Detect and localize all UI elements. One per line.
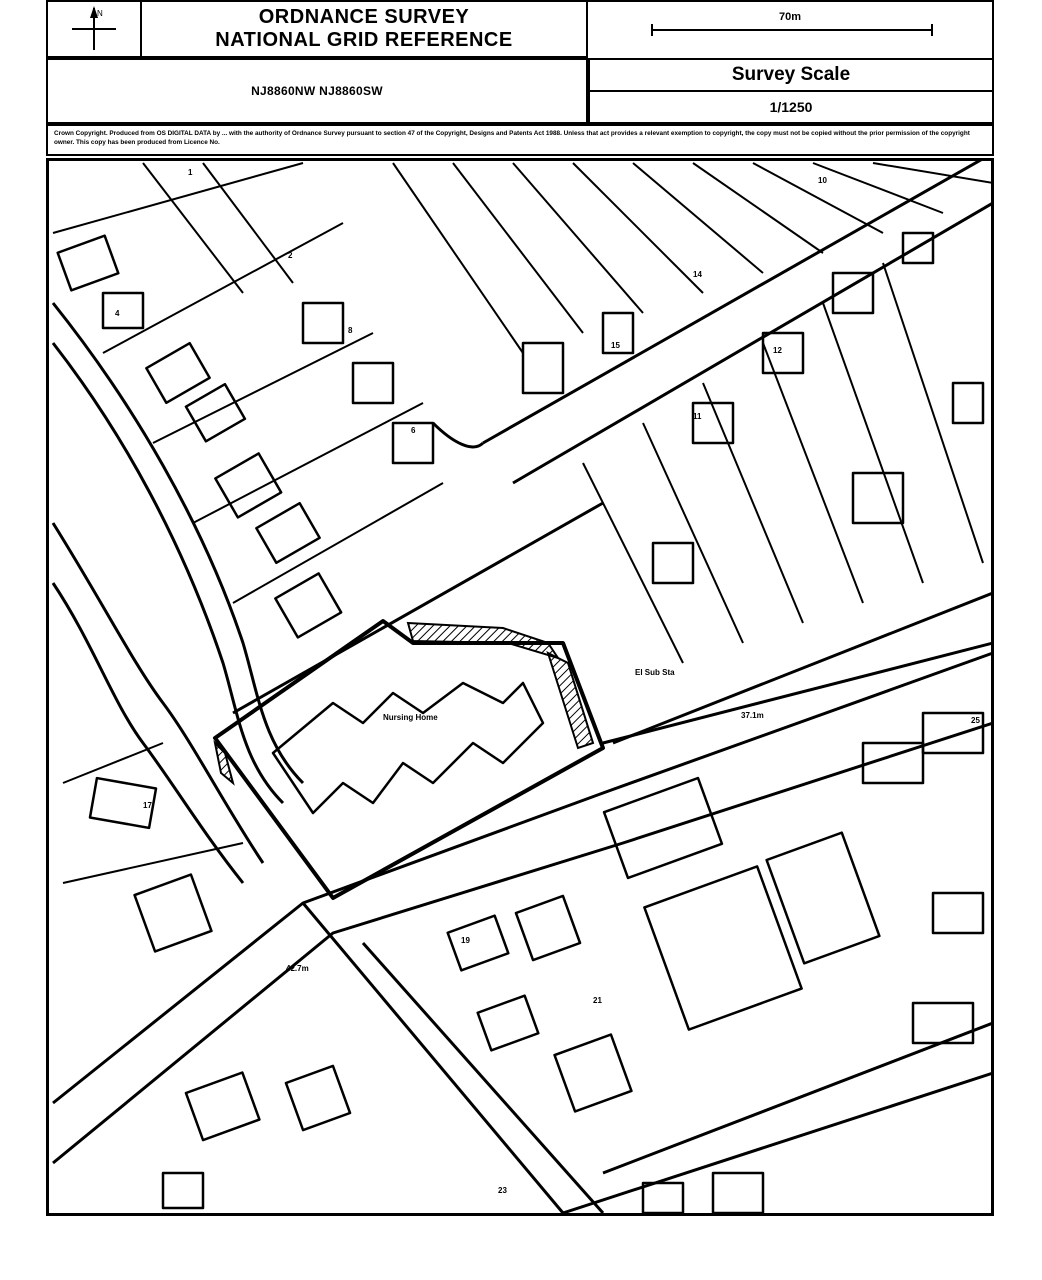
road-main-middle	[232, 501, 991, 745]
site-label: Nursing Home	[383, 713, 438, 722]
os-title-line2: NATIONAL GRID REFERENCE	[215, 29, 513, 51]
house-number: 19	[461, 936, 470, 945]
house-number: 23	[498, 1186, 507, 1195]
map-drawing: Nursing Home 37.1m 42.7m El Sub Sta 1 2 …	[51, 161, 991, 1213]
house-number: 6	[411, 426, 416, 435]
house-number: 2	[288, 251, 293, 260]
copyright-notice: Crown Copyright. Produced from OS DIGITA…	[46, 124, 994, 156]
house-number: 4	[115, 309, 120, 318]
os-title-box: ORDNANCE SURVEY NATIONAL GRID REFERENCE	[140, 0, 588, 58]
nursing-home-building	[271, 681, 545, 815]
house-number: 14	[693, 270, 702, 279]
grid-reference: NJ8860NW NJ8860SW	[251, 84, 383, 98]
hatched-strip-west	[213, 739, 235, 786]
house-number: 21	[593, 996, 602, 1005]
house-number: 25	[971, 716, 980, 725]
road-curve-left	[51, 302, 305, 805]
scale-bar-label: 70m	[778, 11, 802, 23]
house-number: 10	[818, 176, 827, 185]
os-title-line1: ORDNANCE SURVEY	[258, 6, 470, 28]
scale-heading: Survey Scale	[731, 64, 851, 85]
grid-reference-box: NJ8860NW NJ8860SW	[46, 58, 588, 124]
map-labels: Nursing Home 37.1m 42.7m El Sub Sta 1 2 …	[115, 168, 980, 1195]
road-left	[51, 522, 265, 884]
scale-value-box: 1/1250	[588, 90, 994, 124]
scale-value: 1/1250	[769, 99, 813, 115]
road-main-lower	[52, 652, 991, 1165]
buildings	[56, 231, 985, 1213]
house-number: 17	[143, 801, 152, 810]
house-number: 15	[611, 341, 620, 350]
plot-lines-top	[392, 162, 991, 354]
hatched-strip-east	[546, 651, 595, 750]
level-label-2: 42.7m	[286, 964, 309, 973]
scale-heading-box: Survey Scale	[588, 58, 994, 92]
level-label-1: 37.1m	[741, 711, 764, 720]
house-number: 12	[773, 346, 782, 355]
substation-label: El Sub Sta	[635, 668, 675, 677]
plot-lines-left	[52, 162, 444, 884]
house-number: 1	[188, 168, 193, 177]
site-boundary	[213, 619, 605, 900]
house-number: 8	[348, 326, 353, 335]
scale-bar-box: 70m	[586, 0, 994, 60]
hatched-strip-north	[406, 621, 561, 660]
map-area: Nursing Home 37.1m 42.7m El Sub Sta 1 2 …	[46, 158, 994, 1216]
road-bottom	[301, 902, 991, 1213]
road-main-upper	[431, 161, 991, 485]
north-arrow-icon: N	[72, 6, 116, 50]
svg-text:N: N	[97, 9, 103, 18]
house-number: 11	[693, 412, 702, 421]
north-arrow-box: N	[46, 0, 142, 58]
scale-bar	[651, 24, 933, 36]
plot-lines-middle	[582, 262, 984, 664]
